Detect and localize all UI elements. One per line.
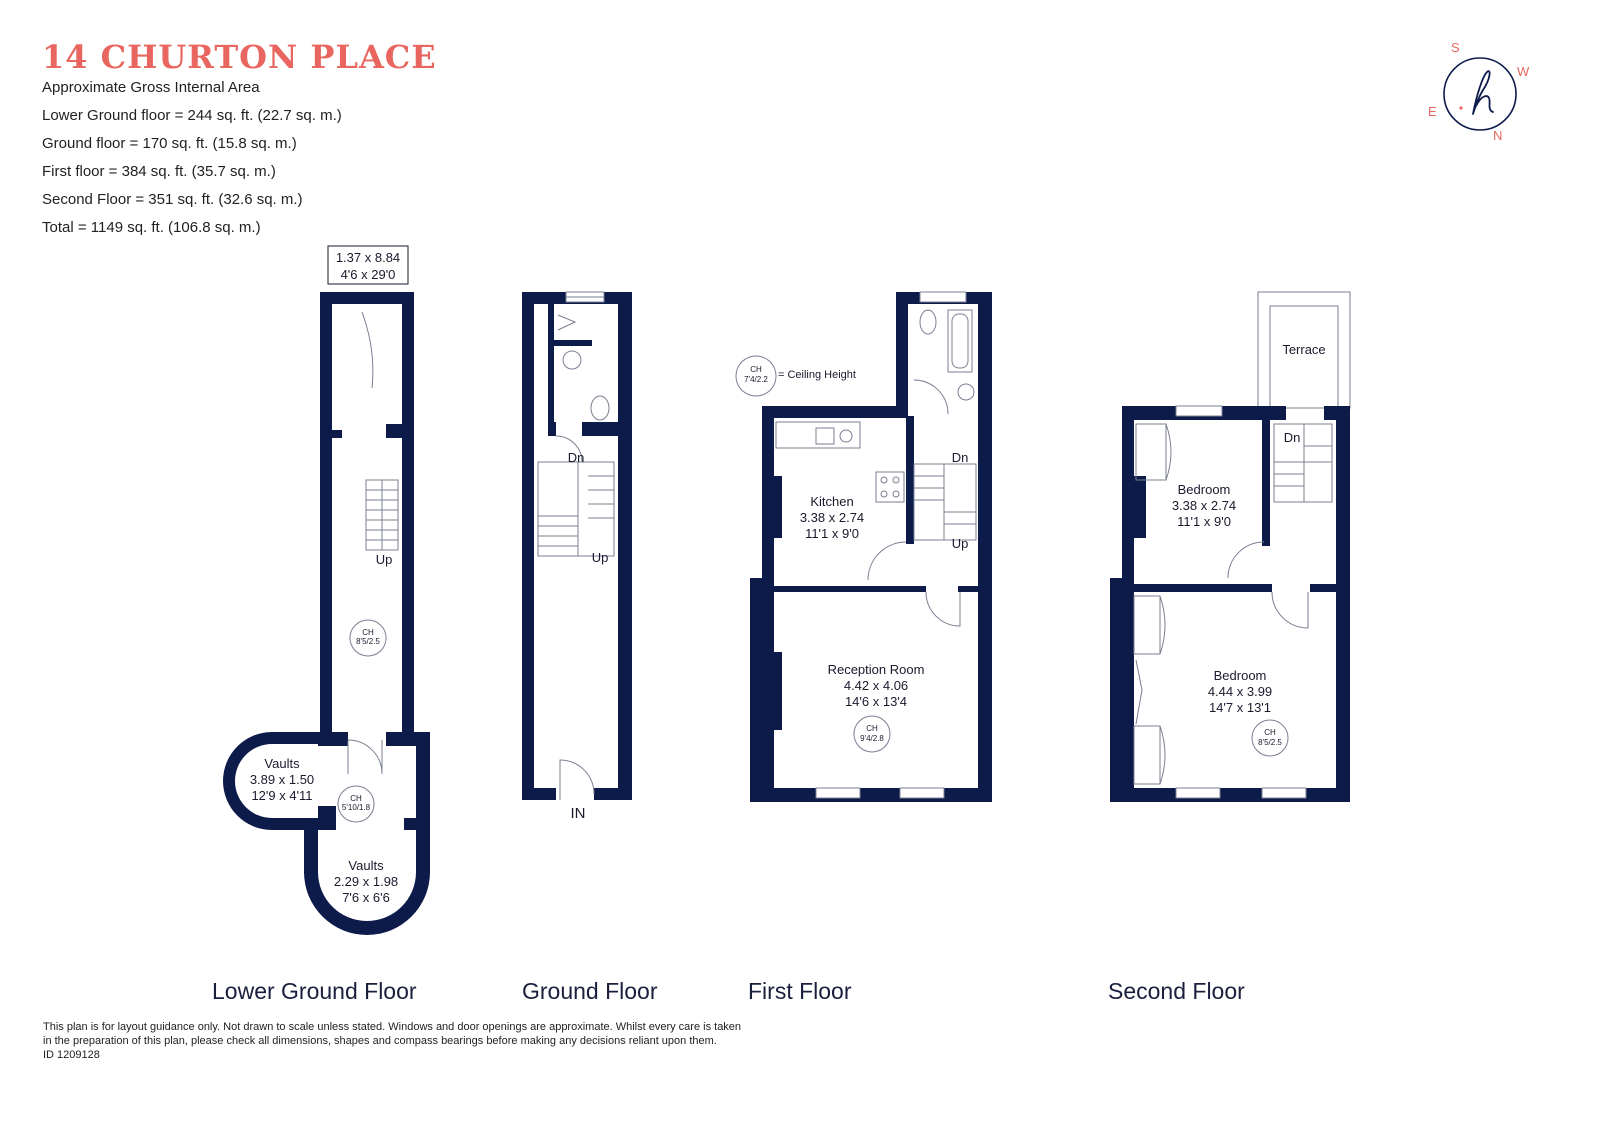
bedroom-2-name: Bedroom <box>1214 668 1267 683</box>
bedroom-1-imperial: 11'1 x 9'0 <box>1177 514 1231 529</box>
bedroom-2-metric: 4.44 x 3.99 <box>1208 684 1272 699</box>
vault-1-metric: 3.89 x 1.50 <box>250 772 314 787</box>
reception-metric: 4.42 x 4.06 <box>844 678 908 693</box>
lg-right-wall <box>402 292 414 732</box>
compass-n: N <box>1493 128 1502 143</box>
svg-text:7'4/2.2: 7'4/2.2 <box>744 375 768 384</box>
area-total: Total = 1149 sq. ft. (106.8 sq. m.) <box>42 219 261 236</box>
vault-2-metric: 2.29 x 1.98 <box>334 874 398 889</box>
vault-2-name: Vaults <box>348 858 384 873</box>
svg-text:9'4/2.8: 9'4/2.8 <box>860 734 884 743</box>
compass-logo-icon: S W E N <box>1428 40 1530 143</box>
lg-corridor-dim-metric: 1.37 x 8.84 <box>336 250 400 265</box>
lg-left-wall <box>320 292 332 740</box>
vault-2-imperial: 7'6 x 6'6 <box>342 890 390 905</box>
reception-name: Reception Room <box>828 662 925 677</box>
entrance-label: IN <box>571 805 586 822</box>
bedroom-1-metric: 3.38 x 2.74 <box>1172 498 1236 513</box>
vault-1-name: Vaults <box>264 756 300 771</box>
svg-text:CH: CH <box>350 794 362 803</box>
area-lower-ground: Lower Ground floor = 244 sq. ft. (22.7 s… <box>42 107 342 124</box>
lg-corridor-dim-imperial: 4'6 x 29'0 <box>341 267 396 282</box>
compass-w: W <box>1517 64 1530 79</box>
svg-text:CH: CH <box>750 365 762 374</box>
disclaimer-line-1: This plan is for layout guidance only. N… <box>43 1021 742 1033</box>
svg-text:5'10/1.8: 5'10/1.8 <box>342 803 371 812</box>
disclaimer: This plan is for layout guidance only. N… <box>43 1020 823 1062</box>
svg-text:CH: CH <box>866 724 878 733</box>
kitchen-imperial: 11'1 x 9'0 <box>805 526 859 541</box>
area-subtitle: Approximate Gross Internal Area <box>42 79 260 96</box>
compass-s: S <box>1451 40 1460 55</box>
second-dn-label: Dn <box>1284 430 1301 445</box>
lg-top-wall <box>320 292 414 304</box>
terrace-label: Terrace <box>1282 342 1325 357</box>
vault-2-wall <box>304 872 430 935</box>
svg-text:8'5/2.5: 8'5/2.5 <box>356 637 380 646</box>
vault-1-wall <box>223 732 318 830</box>
first-up-label: Up <box>952 536 969 551</box>
reception-imperial: 14'6 x 13'4 <box>845 694 907 709</box>
area-summary: Approximate Gross Internal Area Lower Gr… <box>42 78 342 246</box>
svg-text:CH: CH <box>1264 728 1276 737</box>
kitchen-name: Kitchen <box>810 494 853 509</box>
first-dn-label: Dn <box>952 450 969 465</box>
lg-stairs-label: Up <box>376 552 393 567</box>
disclaimer-line-2: in the preparation of this plan, please … <box>43 1035 717 1047</box>
kitchen-metric: 3.38 x 2.74 <box>800 510 864 525</box>
area-first: First floor = 384 sq. ft. (35.7 sq. m.) <box>42 163 276 180</box>
svg-text:8'5/2.5: 8'5/2.5 <box>1258 738 1282 747</box>
compass-e: E <box>1428 104 1437 119</box>
bedroom-1-name: Bedroom <box>1178 482 1231 497</box>
plan-id: ID 1209128 <box>43 1049 100 1061</box>
ground-up-label: Up <box>592 550 609 565</box>
property-title: 14 CHURTON PLACE <box>42 38 437 76</box>
ground-dn-label: Dn <box>568 450 585 465</box>
svg-text:CH: CH <box>362 628 374 637</box>
area-ground: Ground floor = 170 sq. ft. (15.8 sq. m.) <box>42 135 297 152</box>
floor-label-first: First Floor <box>748 978 852 1004</box>
vault-1-imperial: 12'9 x 4'11 <box>251 788 312 803</box>
ceiling-height-key: = Ceiling Height <box>778 369 856 381</box>
bedroom-2-imperial: 14'7 x 13'1 <box>1209 700 1271 715</box>
floor-label-second: Second Floor <box>1108 978 1245 1004</box>
floor-label-lower-ground: Lower Ground Floor <box>212 978 417 1004</box>
area-second: Second Floor = 351 sq. ft. (32.6 sq. m.) <box>42 191 303 208</box>
floor-label-ground: Ground Floor <box>522 978 658 1004</box>
